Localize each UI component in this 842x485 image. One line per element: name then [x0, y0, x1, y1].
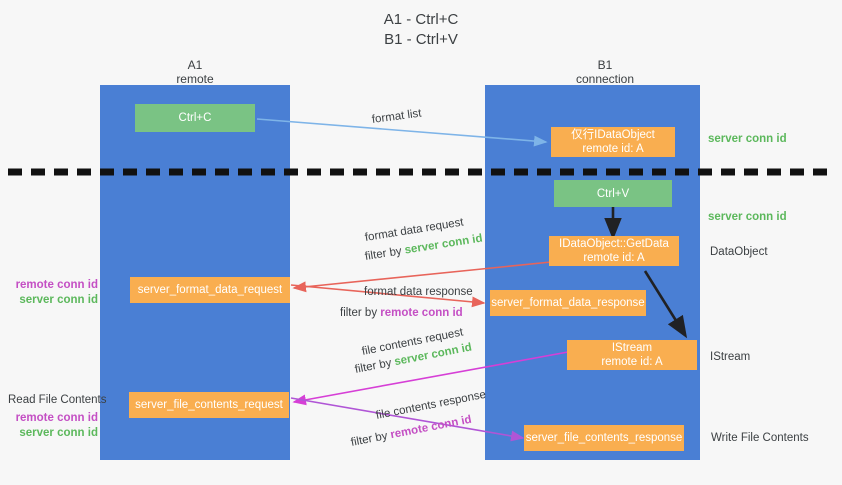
- node-server-file-contents-response[interactable]: server_file_contents_response: [524, 425, 684, 451]
- node-getdata-sub: remote id: A: [583, 252, 645, 264]
- arrow-format-list: [256, 118, 548, 147]
- annotation-remote-conn-id-1: remote conn id: [15, 279, 98, 291]
- annotation-group-file: remote conn id server conn id: [10, 411, 98, 441]
- arrow-getdata-to-istream: [643, 270, 688, 339]
- node-istream-label: IStream: [611, 342, 653, 354]
- title-line-1: A1 - Ctrl+C: [383, 11, 459, 28]
- node-ctrl-v[interactable]: Ctrl+V: [554, 180, 672, 207]
- lane-a1-role: remote: [176, 72, 214, 86]
- annotation-server-conn-id-mid: server conn id: [708, 211, 787, 223]
- arrow-file-contents-response: [290, 397, 525, 442]
- page-title: A1 - Ctrl+C B1 - Ctrl+V: [0, 10, 842, 50]
- annotation-istream: IStream: [710, 351, 751, 363]
- lane-b1-role: connection: [575, 72, 635, 86]
- node-server-format-data-request-label: server_format_data_request: [137, 284, 283, 296]
- node-server-file-contents-response-label: server_file_contents_response: [525, 432, 683, 444]
- node-ctrl-c[interactable]: Ctrl+C: [135, 104, 255, 132]
- lane-b1-name: B1: [597, 58, 613, 72]
- annotation-dataobject: DataObject: [710, 246, 768, 258]
- annotation-remote-conn-id-2: remote conn id: [15, 412, 98, 424]
- remote-conn-id-text: remote conn id: [380, 307, 463, 319]
- edge-label-format-data-response: format data response: [364, 286, 473, 298]
- title-line-2: B1 - Ctrl+V: [384, 31, 458, 48]
- edge-filter-format-data-response: filter by remote conn id: [340, 306, 463, 320]
- annotation-write-file-contents: Write File Contents: [711, 432, 809, 444]
- node-getdata-label: IDataObject::GetData: [559, 238, 669, 250]
- node-istream[interactable]: IStream remote id: A: [567, 340, 697, 370]
- annotation-server-conn-id-top: server conn id: [708, 133, 787, 145]
- node-server-format-data-response-label: server_format_data_response: [491, 297, 645, 309]
- node-istream-sub: remote id: A: [601, 356, 663, 368]
- node-ctrl-c-label: Ctrl+C: [178, 112, 212, 124]
- node-server-format-data-request[interactable]: server_format_data_request: [130, 277, 290, 303]
- lane-header-b1: B1 connection: [540, 58, 670, 86]
- node-ctrl-v-label: Ctrl+V: [596, 187, 630, 200]
- node-idataobject-sub: remote id: A: [582, 143, 644, 155]
- annotation-read-file-contents: Read File Contents: [8, 394, 107, 406]
- node-server-file-contents-request-label: server_file_contents_request: [135, 399, 283, 411]
- node-idataobject[interactable]: 仅行IDataObject remote id: A: [551, 127, 675, 157]
- filter-by-text: filter by: [340, 307, 381, 319]
- annotation-server-conn-id-1: server conn id: [19, 294, 98, 306]
- annotation-group-format: remote conn id server conn id: [10, 278, 98, 308]
- node-getdata[interactable]: IDataObject::GetData remote id: A: [549, 236, 679, 266]
- node-server-file-contents-request[interactable]: server_file_contents_request: [129, 392, 289, 418]
- arrow-file-contents-request: [292, 351, 569, 406]
- annotation-server-conn-id-2: server conn id: [19, 427, 98, 439]
- lane-header-a1: A1 remote: [130, 58, 260, 86]
- node-idataobject-label: 仅行IDataObject: [571, 129, 655, 141]
- lane-a1-name: A1: [187, 58, 203, 72]
- node-server-format-data-response[interactable]: server_format_data_response: [490, 290, 646, 316]
- arrow-format-data-request: [292, 261, 552, 293]
- arrow-format-data-response: [290, 284, 486, 308]
